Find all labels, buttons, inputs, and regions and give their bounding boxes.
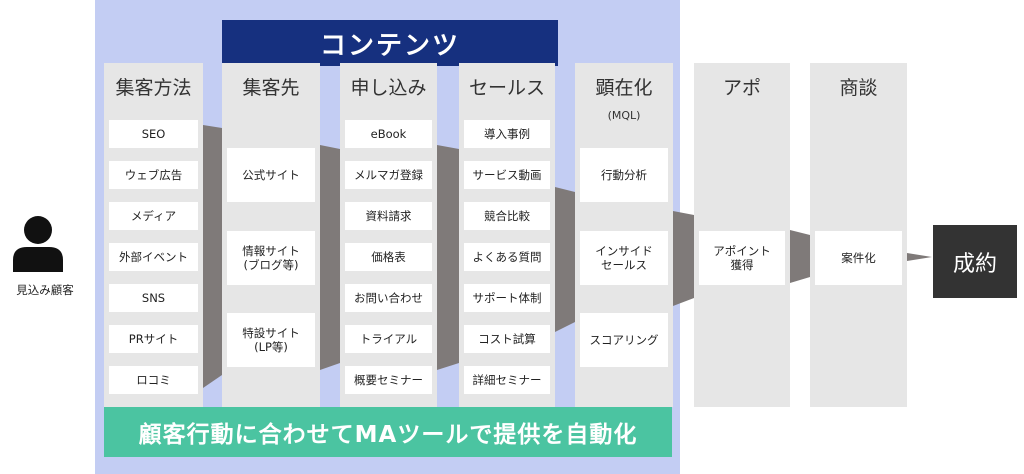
- funnel-segment-3: [437, 145, 459, 370]
- item-box: 概要セミナー: [345, 366, 432, 394]
- person-icon: [10, 214, 66, 272]
- item-box: 価格表: [345, 243, 432, 271]
- funnel-segment-2: [320, 145, 340, 370]
- item-box: メディア: [109, 202, 198, 230]
- funnel-segment-1: [203, 125, 222, 388]
- item-box: 資料請求: [345, 202, 432, 230]
- item-box: 案件化: [815, 231, 902, 285]
- column-title: アポ: [722, 77, 761, 99]
- column-appointment: アポ アポイント 獲得: [694, 63, 790, 407]
- item-box: eBook: [345, 120, 432, 148]
- column-title: 申し込み: [350, 77, 427, 99]
- funnel-segment-6: [790, 230, 810, 283]
- column-title: 顕在化: [595, 77, 653, 99]
- item-box: PRサイト: [109, 325, 198, 353]
- item-box: スコアリング: [580, 313, 668, 367]
- item-box: 公式サイト: [227, 148, 315, 202]
- item-box: ロコミ: [109, 366, 198, 394]
- item-box: 情報サイト (ブログ等): [227, 231, 315, 285]
- item-box: コスト試算: [464, 325, 550, 353]
- column-title: 集客方法: [115, 77, 192, 99]
- tagline-banner: 顧客行動に合わせてMAツールで提供を自動化: [104, 407, 672, 457]
- item-box: SNS: [109, 284, 198, 312]
- contents-banner: コンテンツ: [222, 20, 558, 66]
- funnel-segment-4: [555, 187, 575, 332]
- item-box: インサイド セールス: [580, 231, 668, 285]
- funnel-segment-7: [907, 253, 932, 261]
- item-box: 特設サイト (LP等): [227, 313, 315, 367]
- item-box: サポート体制: [464, 284, 550, 312]
- item-box: SEO: [109, 120, 198, 148]
- item-box: 競合比較: [464, 202, 550, 230]
- column-title: 商談: [839, 77, 878, 99]
- item-box: ウェブ広告: [109, 161, 198, 189]
- item-box: 詳細セミナー: [464, 366, 550, 394]
- item-box: トライアル: [345, 325, 432, 353]
- item-box: 外部イベント: [109, 243, 198, 271]
- column-acquisition-method: 集客方法 SEO ウェブ広告 メディア 外部イベント SNS PRサイト ロコミ: [104, 63, 203, 407]
- item-box: よくある質問: [464, 243, 550, 271]
- column-negotiation: 商談 案件化: [810, 63, 907, 407]
- column-title: セールス: [468, 77, 545, 99]
- funnel-segment-5: [673, 211, 694, 306]
- prospect-label: 見込み顧客: [16, 283, 74, 297]
- column-application: 申し込み eBook メルマガ登録 資料請求 価格表 お問い合わせ トライアル …: [340, 63, 437, 407]
- result-box: 成約: [933, 225, 1017, 298]
- item-box: サービス動画: [464, 161, 550, 189]
- column-subtitle: (MQL): [607, 109, 641, 122]
- item-box: 導入事例: [464, 120, 550, 148]
- item-box: メルマガ登録: [345, 161, 432, 189]
- item-box: 行動分析: [580, 148, 668, 202]
- column-title: 集客先: [242, 77, 300, 99]
- column-sales: セールス 導入事例 サービス動画 競合比較 よくある質問 サポート体制 コスト試…: [459, 63, 555, 407]
- item-box: お問い合わせ: [345, 284, 432, 312]
- column-mql: 顕在化 (MQL) 行動分析 インサイド セールス スコアリング: [575, 63, 673, 407]
- column-destination: 集客先 公式サイト 情報サイト (ブログ等) 特設サイト (LP等): [222, 63, 320, 407]
- item-box: アポイント 獲得: [699, 231, 785, 285]
